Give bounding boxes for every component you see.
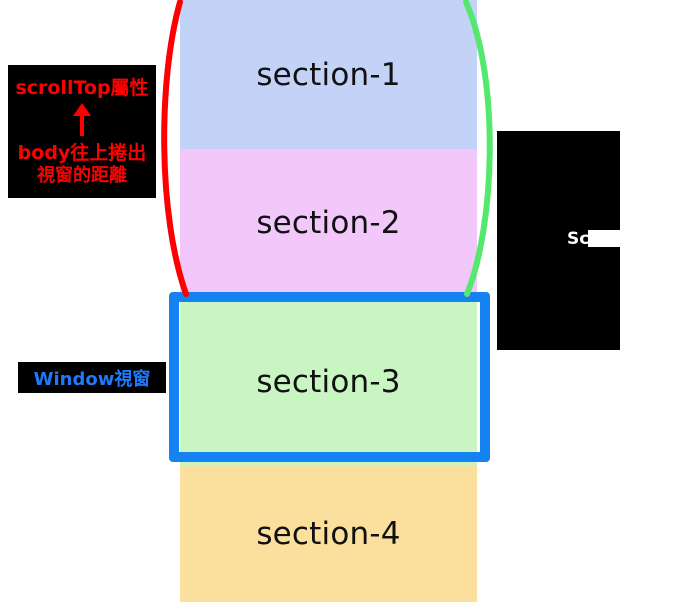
scrolltop-callout-line-2: body往上捲出 [17, 142, 147, 165]
scrollheight-callout-label: Sc [567, 229, 590, 249]
section-label-1: section-1 [256, 56, 401, 93]
up-arrow-icon [71, 103, 93, 137]
scrolltop-callout-line-1: scrollTop屬性 [15, 76, 149, 99]
scrolltop-callout-line-3: 視窗的距離 [37, 164, 127, 186]
scroll-height-brace-arc [463, 0, 493, 297]
scrollheight-callout: Sc [497, 131, 620, 350]
section-label-3: section-3 [256, 363, 401, 400]
window-callout-label: Window視窗 [33, 368, 151, 390]
section-label-2: section-2 [256, 205, 401, 241]
section-block-1: section-1 [180, 0, 477, 149]
section-label-4: section-4 [256, 516, 401, 552]
window-callout: Window視窗 [18, 362, 166, 393]
scrolled-out-brace-arc [161, 0, 189, 297]
section-block-4: section-4 [180, 466, 477, 602]
section-block-2: section-2 [180, 149, 477, 297]
scrolltop-callout: scrollTop屬性 body往上捲出 視窗的距離 [8, 65, 156, 198]
section-block-3: section-3 [180, 297, 477, 466]
